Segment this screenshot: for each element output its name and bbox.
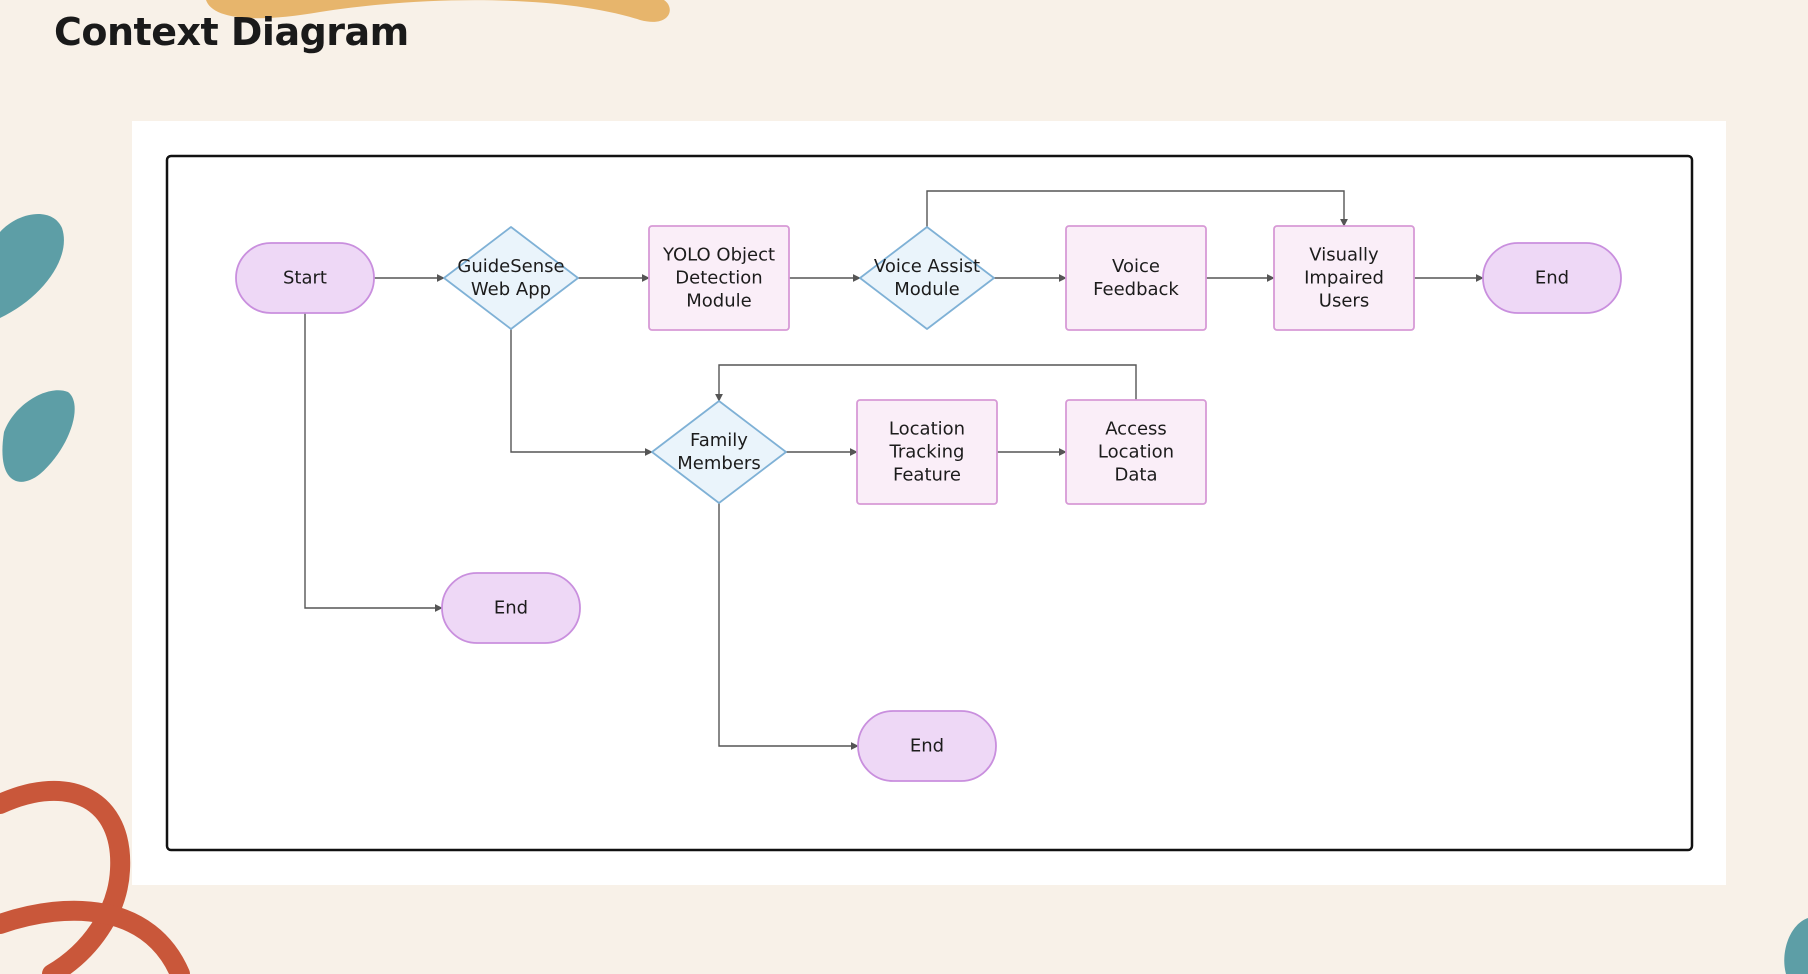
node-label-line: Detection	[675, 268, 762, 289]
node-label-line: Feedback	[1093, 279, 1179, 300]
decision-shape	[859, 226, 995, 330]
node-label-line: End	[1535, 268, 1569, 289]
terminal-shape	[235, 242, 375, 314]
node-label-line: YOLO Object	[662, 245, 775, 266]
process-shape	[1273, 225, 1415, 331]
teal-corner-decoration	[1784, 918, 1808, 974]
edge-access-to-family	[715, 364, 1137, 402]
node-label-line: End	[494, 598, 528, 619]
node-label-line: Module	[686, 291, 751, 312]
node-label-line: Location	[1098, 442, 1174, 463]
node-start[interactable]: Start	[235, 242, 375, 314]
node-label-line: Tracking	[889, 442, 965, 463]
node-label-line: Voice	[1112, 256, 1160, 277]
node-label-line: Users	[1319, 291, 1369, 312]
node-label-line: Access	[1105, 419, 1167, 440]
node-end1[interactable]: End	[1482, 242, 1622, 314]
node-label-line: Impaired	[1304, 268, 1384, 289]
process-shape	[648, 225, 790, 331]
node-label-line: Voice Assist	[874, 256, 980, 277]
node-end3[interactable]: End	[857, 710, 997, 782]
slide-title: Context Diagram	[54, 10, 409, 54]
node-label-line: Data	[1115, 465, 1158, 486]
edge-family-to-end3	[718, 503, 859, 750]
terminal-shape	[441, 572, 581, 644]
decision-shape	[651, 400, 787, 504]
teal-leaf-decoration	[2, 390, 75, 482]
orange-blob-decoration	[206, 0, 670, 22]
process-shape	[1065, 399, 1207, 505]
node-label-line: Web App	[471, 279, 551, 300]
node-label-line: Module	[894, 279, 959, 300]
rust-loop-decoration	[0, 780, 131, 974]
terminal-shape	[1482, 242, 1622, 314]
edge-start-to-end2	[304, 313, 443, 612]
edge-voiceassist-to-users	[926, 190, 1348, 227]
rust-loop-decoration	[0, 900, 190, 974]
node-label-line: GuideSense	[457, 256, 564, 277]
terminal-shape	[857, 710, 997, 782]
node-label-line: Start	[283, 268, 327, 289]
node-label-line: Members	[677, 453, 760, 474]
decision-shape	[443, 226, 579, 330]
node-end2[interactable]: End	[441, 572, 581, 644]
node-label-line: Visually	[1309, 245, 1379, 266]
node-label-line: Feature	[893, 465, 961, 486]
edge-webapp-to-family	[510, 329, 653, 456]
node-label-line: End	[910, 736, 944, 757]
edges-layer	[304, 190, 1484, 750]
process-shape	[1065, 225, 1207, 331]
teal-leaf-decoration	[0, 214, 64, 318]
process-shape	[856, 399, 998, 505]
node-label-line: Location	[889, 419, 965, 440]
node-label-line: Family	[690, 430, 748, 451]
